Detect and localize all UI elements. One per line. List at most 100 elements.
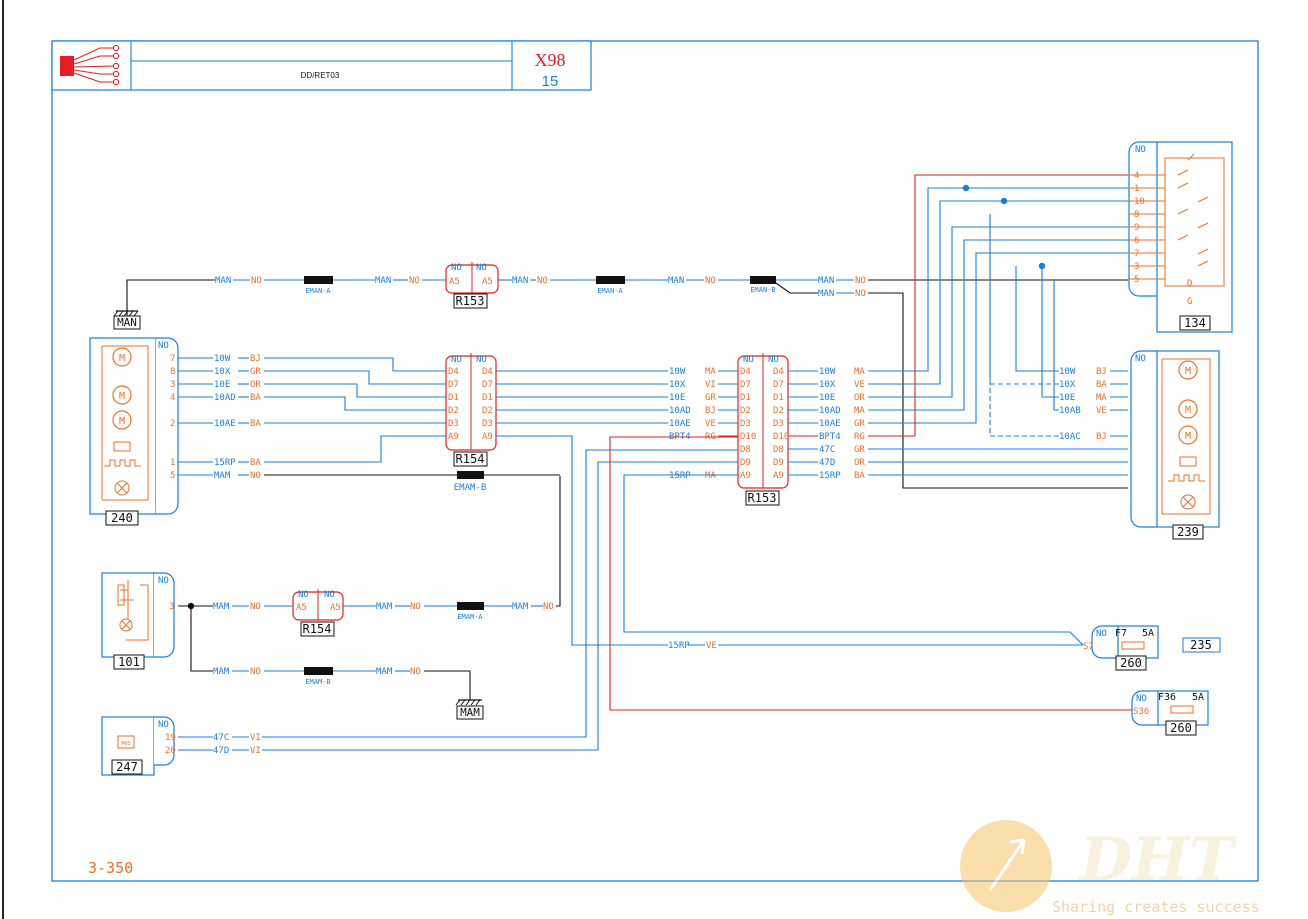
wire-color: MA (854, 406, 865, 416)
wire-color: VI (705, 380, 716, 390)
pin-number: 7 (1134, 249, 1139, 259)
pin-label: D7 (773, 380, 784, 390)
fuse-f7: NO S7 F7 5A 260 (1083, 625, 1159, 671)
splice-label: EMAM-A (457, 613, 483, 621)
pin-number: 4 (1134, 171, 1139, 181)
wire-color: VE (705, 419, 716, 429)
wire-label: 47C (213, 733, 229, 743)
wire-color: NO (250, 471, 261, 481)
wire-color: NO (410, 602, 421, 612)
fuse-f36: NO S36 F36 5A 260 (1131, 690, 1209, 736)
connector-r153-label: R153 (748, 491, 777, 505)
pin-label: A5 (449, 277, 460, 287)
wire-color: BJ (705, 406, 716, 416)
pin-number: 4 (170, 393, 175, 403)
wire-color: NO (543, 602, 554, 612)
pin-label: NO (298, 590, 309, 600)
wire-label: 10X (669, 380, 686, 390)
pin-label: D2 (448, 406, 459, 416)
wire-15rp-ve (496, 435, 668, 646)
pin-number: 9 (1134, 223, 1139, 233)
pin-label: D9 (740, 458, 751, 468)
pin-number: 5 (1134, 275, 1139, 285)
wire-color: NO (705, 276, 716, 286)
wire-color: GR (705, 393, 716, 403)
wire-label: 10E (214, 380, 230, 390)
connector-r154-lower: R154 (303, 622, 332, 636)
wire-label: 10AB (1059, 406, 1081, 416)
svg-text:M: M (119, 416, 125, 427)
wire-color: VE (854, 380, 865, 390)
wire-color: NO (250, 602, 261, 612)
page-number: 3-350 (88, 859, 133, 877)
component-260-b: 260 (1170, 721, 1192, 735)
ground-man-circuit: MAN MAN NO EMAN-A MAN NO NO NO A5 A5 R15… (113, 262, 1128, 489)
pin-label: NO (1135, 145, 1146, 155)
wire-color: RG (854, 432, 865, 442)
wire-color: MA (854, 367, 865, 377)
wire-label: MAM (376, 667, 393, 677)
wire-color: BA (250, 393, 261, 403)
pin-label: D3 (740, 419, 751, 429)
motor-icon: M (112, 385, 132, 405)
splice-label: EMAN-A (597, 287, 623, 295)
svg-text:M: M (1185, 405, 1191, 416)
component-247: NO 19 20 MOS 247 47C VI 47D VI (101, 449, 738, 776)
title-block: DD/RET03 X98 15 (51, 40, 592, 91)
wire-color: NO (855, 289, 866, 299)
wire-color: GR (250, 367, 261, 377)
wire-label: 10W (1059, 367, 1076, 377)
wire-color: NO (410, 667, 421, 677)
pin-label: A5 (482, 277, 493, 287)
ground-mam-circuit: MAM NO NO NO A5 A5 R154 MAM NO EMAM-A MA… (178, 476, 561, 720)
wire-color: BA (854, 471, 865, 481)
splice-label: EMAM-B (305, 678, 330, 686)
pin-number: 7 (170, 354, 175, 364)
pin-label: A9 (482, 432, 493, 442)
component-101: NO 3 101 (101, 572, 175, 670)
pin-label: D4 (773, 367, 784, 377)
wire-label: MAN (375, 276, 391, 286)
wire-color: BA (250, 458, 261, 468)
pin-label: D1 (482, 393, 493, 403)
pin-label: D2 (773, 406, 784, 416)
wire-color: NO (409, 276, 420, 286)
pin-label: NO (324, 590, 335, 600)
pin-label: NO (158, 720, 169, 730)
pin-label: D7 (448, 380, 459, 390)
component-240-label: 240 (111, 511, 133, 525)
heater-icon (104, 459, 141, 467)
switch-block-icon (1164, 153, 1225, 287)
wire-color: GR (854, 419, 865, 429)
doc-reference: DD/RET03 (301, 71, 340, 80)
pin-label: A9 (740, 471, 751, 481)
wire-color: NO (855, 276, 866, 286)
pin-label: NO (768, 355, 779, 365)
motor-icon: M (1178, 425, 1198, 445)
sheet-number: 15 (542, 73, 559, 90)
wire-label: MAM (512, 602, 529, 612)
wire-label: 47C (819, 445, 835, 455)
pin-label: D1 (740, 393, 751, 403)
pin-label: D1 (448, 393, 459, 403)
pin-label: A9 (448, 432, 459, 442)
wire-label: 10AC (1059, 432, 1081, 442)
wire-label: 15RP (819, 471, 841, 481)
lamp-icon (119, 618, 133, 632)
watermark: DHT Sharing creates success (960, 820, 1260, 916)
pin-label: D4 (740, 367, 751, 377)
wire-label: 10AD (669, 406, 691, 416)
pin-label: D (1187, 279, 1192, 289)
pin-label: A9 (773, 471, 784, 481)
motor-icon: M (1178, 360, 1198, 380)
pin-label: D3 (482, 419, 493, 429)
fuse-rating: 5A (1192, 692, 1204, 703)
connector-r153-top: R153 (456, 294, 485, 308)
motor-icon: M (1178, 399, 1198, 419)
pin-label: 20 (165, 746, 176, 756)
wire-label: 10AE (214, 419, 236, 429)
wire-label: 10W (819, 367, 836, 377)
component-101-label: 101 (118, 655, 140, 669)
wire-label: 10X (1059, 380, 1076, 390)
